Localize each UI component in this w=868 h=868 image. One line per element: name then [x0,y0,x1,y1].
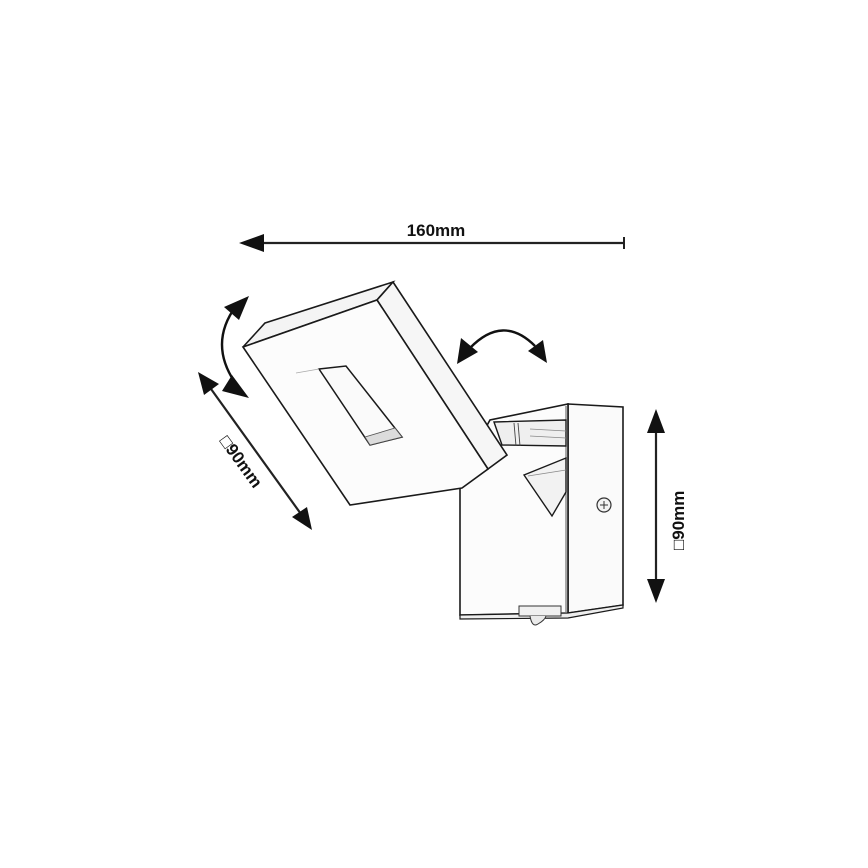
base-size-label: □90mm [669,491,688,550]
width-dimension: 160mm [239,221,625,252]
base-dimension: □90mm [647,409,688,603]
arrow-left-icon [239,234,264,252]
swivel-rotation-arrow-icon [457,329,547,364]
head-size-label: □90mm [216,432,266,491]
tilt-rotation-arrow-icon [220,296,249,398]
arrow-up-icon [647,409,665,433]
arrow-up-left-icon [198,372,219,395]
arrow-down-right-icon [292,507,312,530]
width-label: 160mm [407,221,466,240]
mounting-screw-icon [596,497,612,513]
arrow-down-icon [647,579,665,603]
switch [518,605,562,626]
lamp-head [241,280,509,506]
led-window [295,365,404,446]
swivel-arm [493,419,567,447]
